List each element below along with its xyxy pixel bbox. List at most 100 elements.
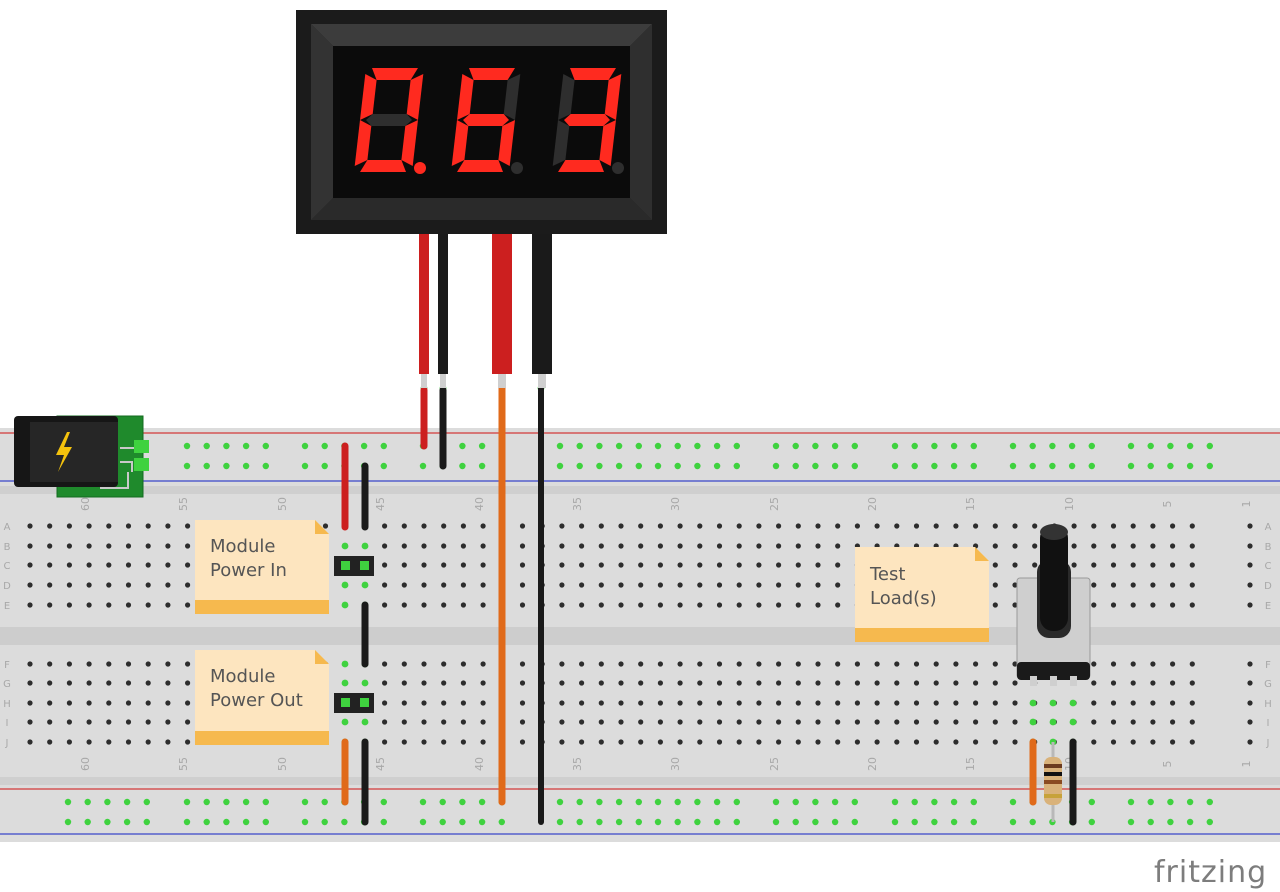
rail-hole [713, 462, 721, 470]
breadboard-hole [815, 523, 821, 529]
breadboard-hole [697, 661, 703, 667]
resistor[interactable] [1044, 742, 1062, 822]
row-letter-left: H [3, 699, 11, 710]
breadboard-hole [1170, 700, 1176, 706]
rail-hole [556, 798, 564, 806]
column-number: 50 [276, 757, 289, 771]
breadboard-hole [1091, 719, 1097, 725]
breadboard-hole [854, 739, 861, 745]
breadboard-hole [1247, 582, 1253, 588]
breadboard-hole [1150, 523, 1156, 529]
breadboard-hole [973, 739, 979, 745]
rail-hole [772, 818, 780, 826]
row-letter-left: E [4, 601, 10, 612]
breadboard-hole [1091, 661, 1097, 667]
breadboard-hole [657, 562, 664, 568]
breadboard-hole [1032, 562, 1038, 568]
breadboard-hole [638, 582, 644, 588]
breadboard-hole [401, 523, 407, 529]
breadboard-hole [421, 719, 427, 725]
display-segment-c [498, 120, 515, 166]
module-out-header-pin-1 [341, 698, 350, 707]
breadboard-hole [145, 543, 151, 549]
rail-hole [419, 798, 427, 806]
breadboard-hole [47, 562, 53, 568]
breadboard-hole [953, 661, 959, 667]
rail-hole [950, 442, 958, 450]
dc-barrel-jack[interactable] [14, 415, 149, 498]
voltmeter-module[interactable] [296, 10, 667, 388]
breadboard-hole [598, 602, 604, 608]
breadboard-hole [66, 602, 72, 608]
breadboard-hole [1130, 543, 1136, 549]
rail-hole [104, 798, 111, 806]
breadboard-hole [1130, 700, 1136, 706]
breadboard-hole [145, 661, 151, 667]
rail-hole [123, 818, 131, 826]
row-letter-right: C [1265, 561, 1272, 572]
breadboard-hole [145, 582, 151, 588]
rail-hole [321, 798, 328, 806]
rail-hole [713, 798, 721, 806]
note-test-loads[interactable]: Test Load(s) [855, 547, 989, 642]
fritzing-logo: fritzing [1154, 855, 1267, 890]
breadboard-hole [874, 680, 880, 686]
breadboard-hole [579, 602, 585, 608]
row-letter-left: I [6, 718, 9, 729]
rail-hole [851, 442, 858, 450]
breadboard-hole [756, 680, 762, 686]
breadboard-hole [1170, 680, 1176, 686]
rail-hole [223, 818, 230, 826]
breadboard-hole [756, 562, 762, 568]
rail-hole [1009, 798, 1017, 806]
note-module-power-in[interactable]: Module Power In [195, 520, 329, 614]
breadboard-hole [1012, 739, 1018, 745]
breadboard-hole [47, 739, 53, 745]
column-number: 30 [669, 757, 682, 771]
rail-hole [911, 462, 918, 470]
breadboard-hole [106, 562, 112, 568]
breadboard-hole [1247, 562, 1253, 568]
breadboard-hole [460, 582, 466, 588]
pot-knob[interactable] [1040, 525, 1068, 631]
potentiometer[interactable] [1016, 524, 1091, 686]
note-module-power-out[interactable]: Module Power Out [195, 650, 329, 745]
jack-housing-face [30, 422, 118, 482]
rail-hole [203, 798, 210, 806]
display-segment-g [366, 114, 412, 126]
breadboard-hole [1130, 523, 1136, 529]
breadboard-hole [519, 680, 526, 686]
rail-hole [1206, 442, 1214, 450]
note-line-1: Module [210, 536, 275, 557]
breadboard-hole [382, 680, 388, 686]
rail-hole [1088, 798, 1096, 806]
rail-hole [459, 818, 466, 826]
connected-hole [1029, 718, 1037, 726]
breadboard-hole [1012, 661, 1018, 667]
row-letter-right: A [1265, 522, 1272, 533]
breadboard-hole [973, 523, 979, 529]
display-segment-a [570, 68, 616, 80]
rail-hole [654, 462, 662, 470]
rail-hole [478, 462, 486, 470]
column-number: 25 [768, 497, 781, 511]
rail-hole [635, 798, 642, 806]
breadboard-hole [697, 543, 703, 549]
rail-hole [713, 442, 721, 450]
breadboard-hole [815, 661, 821, 667]
breadboard-hole [66, 700, 72, 706]
breadboard-hole [795, 719, 801, 725]
rail-hole [84, 798, 91, 806]
breadboard-hole [697, 562, 703, 568]
breadboard-hole [657, 739, 664, 745]
breadboard-hole [559, 700, 565, 706]
breadboard-hole [382, 719, 388, 725]
breadboard-hole [756, 700, 762, 706]
rail-hole [262, 798, 269, 806]
rail-hole [635, 818, 642, 826]
breadboard-hole [145, 700, 151, 706]
connected-hole [341, 601, 349, 609]
breadboard-hole [47, 602, 53, 608]
connected-hole [1049, 718, 1057, 726]
